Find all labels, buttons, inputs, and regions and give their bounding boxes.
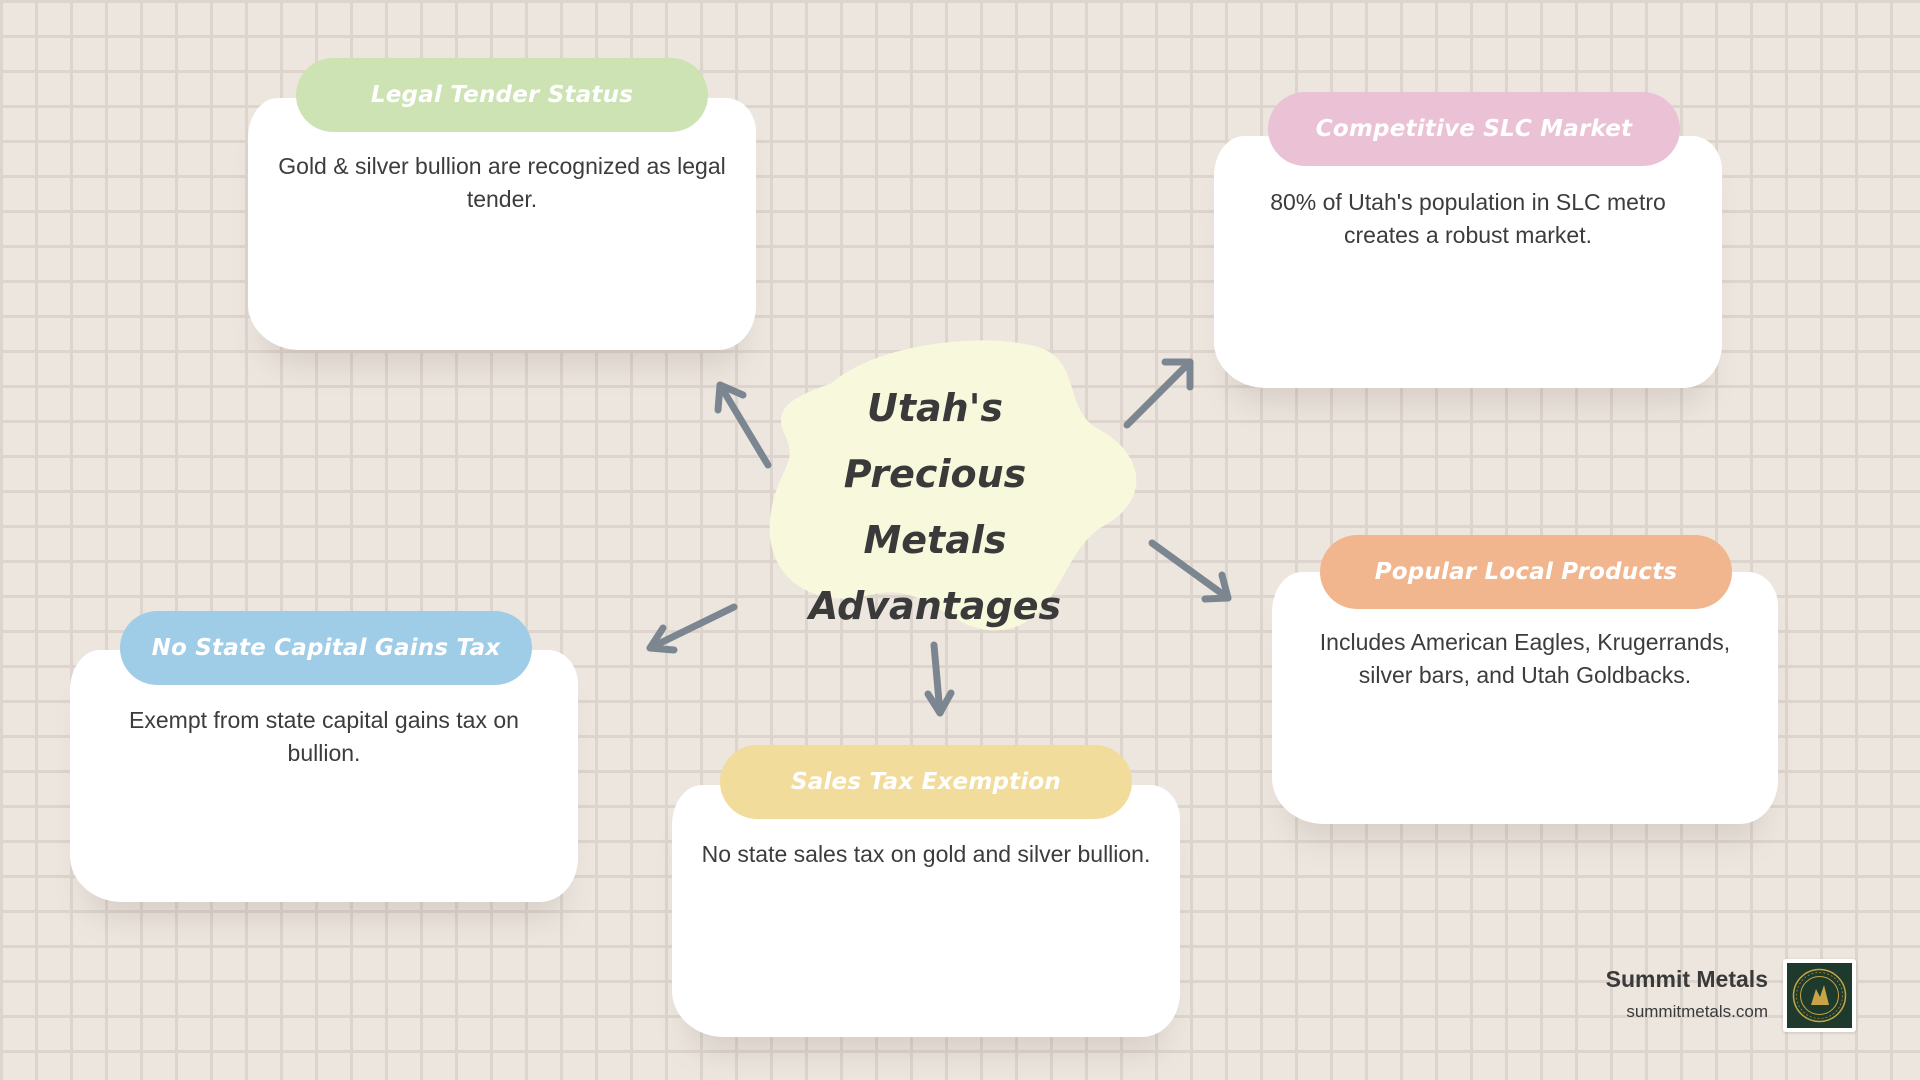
card-slc-market: 80% of Utah's population in SLC metro cr… <box>1214 136 1722 388</box>
pill-legal-tender: Legal Tender Status <box>296 58 708 132</box>
brand-name: Summit Metals <box>1605 966 1768 992</box>
pill-local-products-label: Popular Local Products <box>1374 559 1678 585</box>
logo-background <box>1787 963 1852 1028</box>
summit-metals-logo <box>1783 959 1856 1032</box>
center-title-line2: Metals <box>863 518 1007 562</box>
arrow-to-local-products <box>1148 539 1232 603</box>
center-title-line1: Utah's Precious <box>843 386 1027 496</box>
card-legal-tender-text: Gold & silver bullion are recognized as … <box>278 153 726 212</box>
pill-slc-market-label: Competitive SLC Market <box>1315 116 1633 142</box>
card-local-products-text: Includes American Eagles, Krugerrands, s… <box>1319 629 1731 688</box>
card-sales-tax: No state sales tax on gold and silver bu… <box>672 785 1180 1037</box>
arrow-to-sales-tax <box>924 641 955 717</box>
pill-capital-gains-label: No State Capital Gains Tax <box>151 635 501 661</box>
card-local-products: Includes American Eagles, Krugerrands, s… <box>1272 572 1778 824</box>
pill-capital-gains: No State Capital Gains Tax <box>120 611 532 685</box>
brand-url: summitmetals.com <box>1626 1002 1768 1021</box>
card-capital-gains: Exempt from state capital gains tax on b… <box>70 650 578 902</box>
pill-sales-tax-label: Sales Tax Exemption <box>790 769 1062 795</box>
center-blob <box>769 340 1137 631</box>
arrow-to-slc-market <box>1123 358 1194 429</box>
pill-sales-tax: Sales Tax Exemption <box>720 745 1132 819</box>
summit-metals-seal-icon <box>1792 968 1847 1023</box>
arrow-to-legal-tender <box>714 381 772 469</box>
pill-local-products: Popular Local Products <box>1320 535 1732 609</box>
card-legal-tender: Gold & silver bullion are recognized as … <box>248 98 756 350</box>
arrow-to-capital-gains <box>646 603 738 654</box>
pill-slc-market: Competitive SLC Market <box>1268 92 1680 166</box>
center-title: Utah's Precious Metals Advantages <box>780 375 1090 639</box>
card-capital-gains-text: Exempt from state capital gains tax on b… <box>129 707 519 766</box>
pill-legal-tender-label: Legal Tender Status <box>370 82 634 108</box>
card-slc-market-text: 80% of Utah's population in SLC metro cr… <box>1270 189 1666 248</box>
center-title-line3: Advantages <box>808 584 1062 628</box>
card-sales-tax-text: No state sales tax on gold and silver bu… <box>701 841 1151 867</box>
